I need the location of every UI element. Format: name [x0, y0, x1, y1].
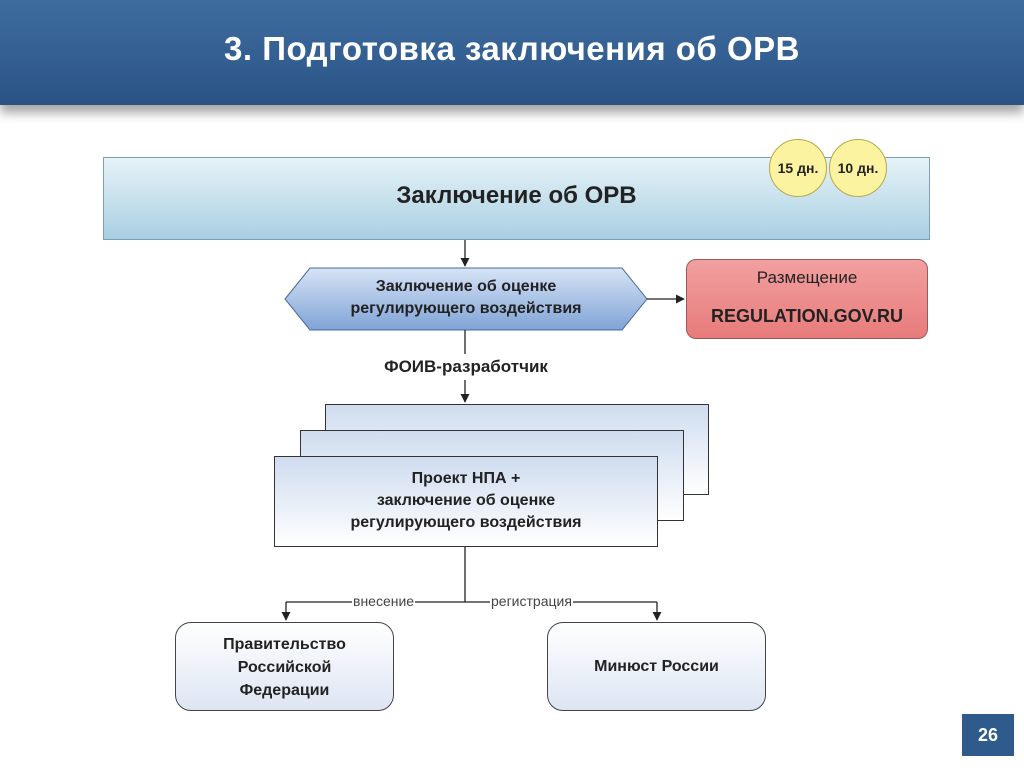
- government-box: Правительство Российской Федерации: [175, 622, 394, 711]
- ministry-label: Минюст России: [594, 658, 719, 675]
- ministry-box: Минюст России: [547, 622, 766, 711]
- slide-title: 3. Подготовка заключения об ОРВ: [224, 30, 800, 67]
- government-label: Правительство Российской Федерации: [223, 636, 346, 699]
- conclusion-label: Заключение об ОРВ: [396, 182, 637, 209]
- placement-site: REGULATION.GOV.RU: [710, 306, 903, 326]
- developer-label: ФОИВ-разработчик: [384, 357, 548, 376]
- assessment-label: Заключение об оценке регулирующего возде…: [350, 278, 582, 317]
- slide-header: 3. Подготовка заключения об ОРВ: [0, 0, 1024, 105]
- deadline-10-days-badge: 10 дн.: [829, 139, 887, 197]
- conclusion-box: Заключение об ОРВ: [103, 157, 930, 240]
- placement-label: Размещение: [756, 268, 858, 287]
- page-number: 26: [962, 714, 1014, 756]
- registration-label: регистрация: [490, 593, 573, 609]
- placement-box: Размещение REGULATION.GOV.RU: [686, 259, 928, 339]
- submission-label: внесение: [352, 593, 416, 609]
- draft-label: Проект НПА + заключение об оценке регули…: [350, 470, 582, 531]
- deadline-15-days-badge: 15 дн.: [769, 139, 827, 197]
- draft-document-box: Проект НПА + заключение об оценке регули…: [274, 456, 658, 547]
